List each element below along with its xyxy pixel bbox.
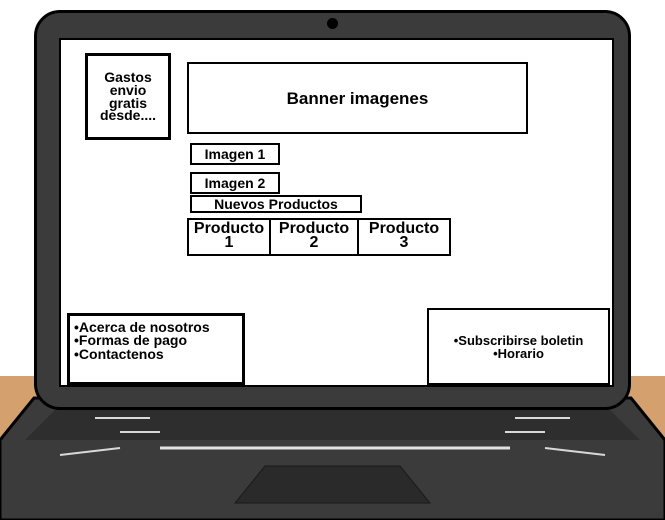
footer-link-contact[interactable]: •Contactenos: [74, 345, 164, 362]
new-products-title: Nuevos Productos: [190, 195, 362, 213]
trackpad: [233, 465, 432, 504]
footer-link-newsletter[interactable]: •Subscribirse boletin: [453, 332, 584, 348]
footer-link-schedule[interactable]: •Horario: [493, 345, 544, 361]
free-shipping-notice: Gastos envio gratis desde....: [85, 53, 171, 140]
footer-link-payment[interactable]: •Formas de pago: [74, 332, 188, 349]
product-card-1[interactable]: Producto 1: [187, 218, 271, 256]
image-link-1[interactable]: Imagen 1: [190, 143, 280, 165]
footer-link-about[interactable]: •Acerca de nosotros: [74, 319, 210, 335]
footer-subscribe-box: •Subscribirse boletin •Horario: [427, 308, 610, 385]
product-card-2[interactable]: Producto 2: [269, 218, 359, 256]
screen-wireframe: Gastos envio gratis desde.... Banner ima…: [59, 38, 614, 387]
banner-images[interactable]: Banner imagenes: [187, 62, 528, 134]
image-link-2[interactable]: Imagen 2: [190, 172, 280, 194]
product-card-3[interactable]: Producto 3: [357, 218, 451, 256]
footer-info-links: •Acerca de nosotros •Formas de pago •Con…: [67, 313, 245, 385]
camera-dot-icon: [327, 18, 338, 29]
